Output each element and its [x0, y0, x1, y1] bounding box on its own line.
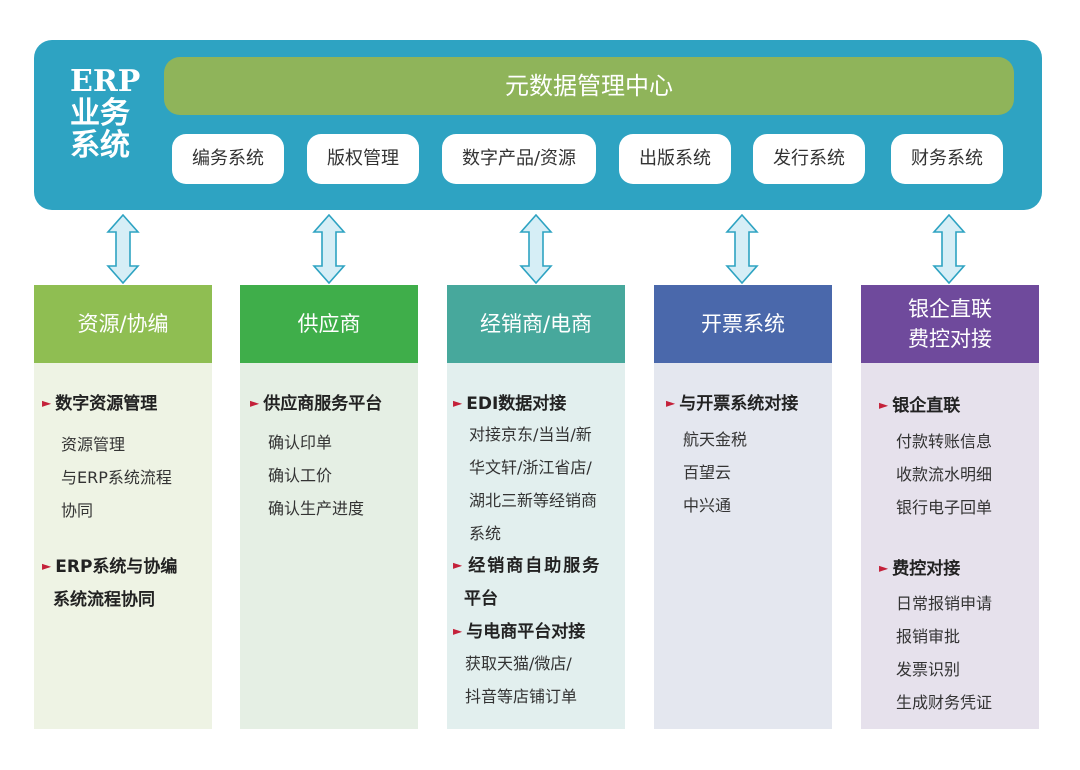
column-header: 开票系统: [654, 285, 832, 363]
erp-title-line: ERP: [70, 64, 141, 99]
column-body: ►EDI数据对接 对接京东/当当/新 华文轩/浙江省店/ 湖北三新等经销商 系统…: [447, 363, 625, 729]
entry-heading: ►费控对接: [879, 559, 961, 579]
entry-sub: 系统: [469, 524, 502, 543]
double-arrow-icon: [106, 214, 140, 284]
column-distributors: 经销商/电商 ►EDI数据对接 对接京东/当当/新 华文轩/浙江省店/ 湖北三新…: [447, 285, 625, 729]
subsystem-finance: 财务系统: [891, 134, 1003, 184]
subsystem-distribution: 发行系统: [753, 134, 865, 184]
subsystem-editorial: 编务系统: [172, 134, 284, 184]
entry-sub: 确认生产进度: [268, 499, 365, 518]
double-arrow-icon: [312, 214, 346, 284]
entry-sub: 报销审批: [896, 627, 961, 646]
entry-sub: 日常报销申请: [896, 594, 993, 613]
entry-sub: 获取天猫/微店/: [465, 654, 572, 673]
entry-heading: ►EDI数据对接: [453, 394, 567, 414]
entry-heading: ►与电商平台对接: [453, 622, 586, 642]
subsystem-digital-products: 数字产品/资源: [442, 134, 596, 184]
erp-title-line: 业务: [70, 96, 130, 131]
subsystem-copyright: 版权管理: [307, 134, 419, 184]
column-body: ►与开票系统对接 航天金税 百望云 中兴通: [654, 363, 832, 729]
entry-sub: 中兴通: [683, 496, 732, 515]
bullet-triangle-icon: ►: [42, 559, 52, 573]
column-bank-expense: 银企直联 费控对接 ►银企直联 付款转账信息 收款流水明细 银行电子回单 ►费控…: [861, 285, 1039, 729]
column-header: 资源/协编: [34, 285, 212, 363]
column-body: ►银企直联 付款转账信息 收款流水明细 银行电子回单 ►费控对接 日常报销申请 …: [861, 363, 1039, 729]
double-arrow-icon: [519, 214, 553, 284]
entry-heading: ►供应商服务平台: [250, 394, 383, 414]
bullet-triangle-icon: ►: [453, 396, 463, 410]
column-header: 银企直联 费控对接: [861, 285, 1039, 363]
entry-sub: 银行电子回单: [896, 498, 993, 517]
subsystem-publishing: 出版系统: [619, 134, 731, 184]
entry-sub: 对接京东/当当/新: [469, 425, 592, 444]
column-header-line: 费控对接: [908, 327, 992, 351]
entry-sub: 发票识别: [896, 660, 961, 679]
entry-sub: 生成财务凭证: [896, 693, 993, 712]
entry-sub: 抖音等店铺订单: [465, 687, 578, 706]
entry-heading: ►ERP系统与协编: [42, 557, 178, 577]
entry-heading-cont: 平台: [464, 589, 498, 609]
column-header-line: 银企直联: [908, 297, 992, 321]
double-arrow-icon: [725, 214, 759, 284]
column-header: 供应商: [240, 285, 418, 363]
bullet-triangle-icon: ►: [453, 624, 463, 638]
double-arrow-icon: [932, 214, 966, 284]
entry-sub: 与ERP系统流程: [61, 468, 172, 487]
bullet-triangle-icon: ►: [879, 561, 889, 575]
column-body: ►数字资源管理 资源管理 与ERP系统流程 协同 ►ERP系统与协编 系统流程协…: [34, 363, 212, 729]
metadata-center-bar: 元数据管理中心: [164, 57, 1014, 115]
bullet-triangle-icon: ►: [42, 396, 52, 410]
entry-sub: 百望云: [683, 463, 732, 482]
entry-heading: ►与开票系统对接: [666, 394, 799, 414]
entry-sub: 收款流水明细: [896, 465, 993, 484]
column-header-line: 开票系统: [701, 312, 785, 336]
entry-sub: 湖北三新等经销商: [469, 491, 598, 510]
entry-heading: ►银企直联: [879, 396, 961, 416]
bullet-triangle-icon: ►: [879, 398, 889, 412]
bullet-triangle-icon: ►: [666, 396, 676, 410]
column-header: 经销商/电商: [447, 285, 625, 363]
column-suppliers: 供应商 ►供应商服务平台 确认印单 确认工价 确认生产进度: [240, 285, 418, 729]
entry-sub: 华文轩/浙江省店/: [469, 458, 592, 477]
entry-sub: 协同: [61, 501, 94, 520]
column-header-line: 经销商/电商: [479, 312, 593, 336]
column-resources: 资源/协编 ►数字资源管理 资源管理 与ERP系统流程 协同 ►ERP系统与协编…: [34, 285, 212, 729]
column-header-line: 资源/协编: [77, 312, 169, 336]
entry-sub: 航天金税: [683, 430, 748, 449]
bullet-triangle-icon: ►: [250, 396, 260, 410]
entry-sub: 付款转账信息: [896, 432, 993, 451]
entry-heading-cont: 系统流程协同: [53, 590, 155, 610]
entry-heading: ►数字资源管理: [42, 394, 158, 414]
entry-sub: 确认印单: [268, 433, 333, 452]
bullet-triangle-icon: ►: [453, 558, 465, 572]
erp-title-line: 系统: [70, 128, 130, 163]
erp-title: ERP 业务 系统: [70, 66, 154, 162]
entry-heading: ►经销商自助服务: [453, 556, 602, 576]
entry-sub: 资源管理: [61, 435, 126, 454]
entry-sub: 确认工价: [268, 466, 333, 485]
column-invoicing: 开票系统 ►与开票系统对接 航天金税 百望云 中兴通: [654, 285, 832, 729]
column-body: ►供应商服务平台 确认印单 确认工价 确认生产进度: [240, 363, 418, 729]
column-header-line: 供应商: [297, 312, 361, 336]
